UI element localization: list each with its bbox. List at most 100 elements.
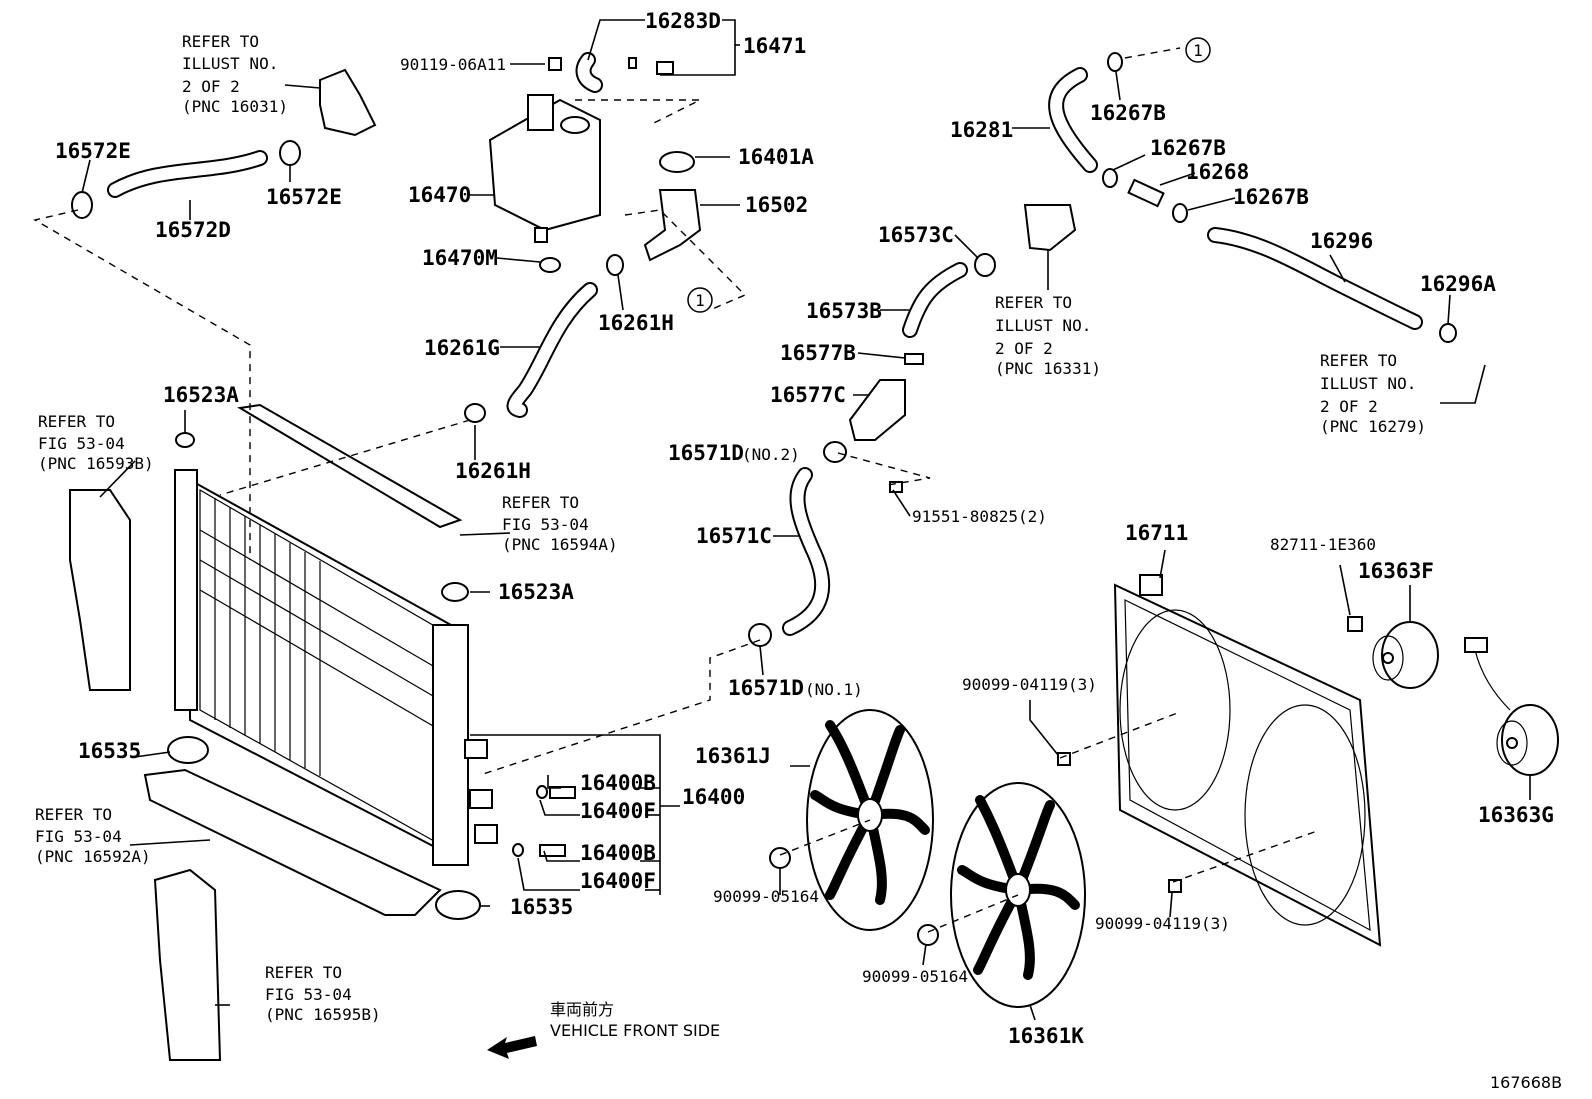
ref-pnc-16279: REFER TO ILLUST NO. 2 OF 2 (PNC 16279) [1320, 351, 1426, 436]
svg-text:REFER TO: REFER TO [182, 32, 259, 51]
part-drawings [69, 52, 1559, 1061]
circle-marker-text: 1 [1193, 41, 1203, 60]
label-16296A: 16296A [1420, 272, 1496, 296]
svg-text:REFER TO: REFER TO [502, 493, 579, 512]
label-16268: 16268 [1186, 160, 1249, 184]
label-82711-1E360: 82711-1E360 [1270, 535, 1376, 554]
label-16400: 16400 [682, 785, 745, 809]
label-16401A: 16401A [738, 145, 814, 169]
label-16571D-no2-note: (NO.2) [742, 445, 800, 464]
label-16400B-upper: 16400B [580, 771, 656, 795]
circle-marker-1-bottom: 1 [687, 287, 713, 313]
svg-text:FIG 53-04: FIG 53-04 [38, 434, 125, 453]
lower-support-drawing [143, 768, 442, 916]
reference-notes: REFER TO ILLUST NO. 2 OF 2 (PNC 16031) R… [35, 32, 1426, 1024]
svg-text:(PNC 16331): (PNC 16331) [995, 359, 1101, 378]
label-16711: 16711 [1125, 521, 1188, 545]
label-16577B: 16577B [780, 341, 856, 365]
svg-text:REFER TO: REFER TO [38, 412, 115, 431]
label-16361J: 16361J [695, 744, 771, 768]
reservoir-tank-drawing [488, 94, 601, 243]
vehicle-front-label-en: VEHICLE FRONT SIDE [550, 1021, 720, 1040]
label-16571C: 16571C [696, 524, 772, 548]
ref-pnc-16595B: REFER TO FIG 53-04 (PNC 16595B) [265, 963, 381, 1024]
svg-text:2 OF 2: 2 OF 2 [995, 339, 1053, 358]
ref-pnc-16331: REFER TO ILLUST NO. 2 OF 2 (PNC 16331) [995, 293, 1101, 378]
ref-pnc-16592A: REFER TO FIG 53-04 (PNC 16592A) [35, 805, 151, 866]
label-16502: 16502 [745, 193, 808, 217]
motor-16363G-drawing [1464, 637, 1559, 776]
vehicle-front-label-jp: 車両前方 [550, 1000, 614, 1019]
label-16261G: 16261G [424, 336, 500, 360]
label-16523A-upper: 16523A [163, 383, 239, 407]
vehicle-front-arrow [487, 1036, 537, 1059]
fan-16361J-drawing [806, 709, 934, 931]
label-16571D-no2: 16571D [668, 441, 744, 465]
leader-lines [81, 19, 1531, 1021]
label-16572D: 16572D [155, 218, 231, 242]
cap-16401A-drawing [659, 151, 695, 173]
left-seal-lower-drawing [153, 868, 222, 1061]
svg-text:REFER TO: REFER TO [1320, 351, 1397, 370]
svg-text:REFER TO: REFER TO [265, 963, 342, 982]
label-16283D: 16283D [645, 9, 721, 33]
label-91551-80825: 91551-80825(2) [912, 507, 1047, 526]
dashed-guides [33, 47, 1321, 933]
cushion-16523A-upper-drawing [175, 432, 195, 448]
svg-text:FIG 53-04: FIG 53-04 [35, 827, 122, 846]
label-16281: 16281 [950, 118, 1013, 142]
label-16471: 16471 [743, 34, 806, 58]
label-90099-04119-upper: 90099-04119(3) [962, 675, 1097, 694]
label-16470: 16470 [408, 183, 471, 207]
circle-marker-text: 1 [695, 291, 705, 310]
svg-text:FIG 53-04: FIG 53-04 [265, 985, 352, 1004]
left-seal-upper-drawing [69, 489, 131, 691]
label-16572E-left: 16572E [55, 139, 131, 163]
svg-text:(PNC 16595B): (PNC 16595B) [265, 1005, 381, 1024]
label-16573B: 16573B [806, 299, 882, 323]
svg-text:REFER TO: REFER TO [995, 293, 1072, 312]
label-16363G: 16363G [1478, 803, 1554, 827]
svg-text:(PNC 16031): (PNC 16031) [182, 97, 288, 116]
label-16361K: 16361K [1008, 1024, 1084, 1048]
motor-16363F-drawing [1372, 621, 1439, 689]
svg-text:(PNC 16592A): (PNC 16592A) [35, 847, 151, 866]
inlet-16577C-drawing [848, 379, 906, 441]
label-90099-05164-left: 90099-05164 [713, 887, 819, 906]
label-16571D-no1-note: (NO.1) [805, 680, 863, 699]
inlet-16031-drawing [319, 68, 377, 137]
label-16571D-no1: 16571D [728, 676, 804, 700]
figure-id: 167668B [1490, 1073, 1562, 1092]
label-16400F-upper: 16400F [580, 799, 656, 823]
fan-shroud-drawing [1113, 574, 1382, 947]
upper-support-drawing [237, 403, 463, 529]
svg-text:2 OF 2: 2 OF 2 [182, 77, 240, 96]
label-16363F: 16363F [1358, 559, 1434, 583]
label-16267B-top: 16267B [1090, 101, 1166, 125]
pipe-16268-drawing [1127, 178, 1165, 208]
circle-marker-1-top: 1 [1185, 37, 1211, 63]
ref-pnc-16594A: REFER TO FIG 53-04 (PNC 16594A) [502, 493, 618, 554]
label-16572E-right: 16572E [266, 185, 342, 209]
svg-text:(PNC 16593B): (PNC 16593B) [38, 454, 154, 473]
label-16523A-lower: 16523A [498, 580, 574, 604]
svg-text:(PNC 16594A): (PNC 16594A) [502, 535, 618, 554]
label-16400B-lower: 16400B [580, 841, 656, 865]
svg-text:ILLUST NO.: ILLUST NO. [182, 54, 278, 73]
svg-text:FIG 53-04: FIG 53-04 [502, 515, 589, 534]
label-90099-05164-right: 90099-05164 [862, 967, 968, 986]
cushion-16535-lower-drawing [435, 890, 481, 920]
label-16261H-upper: 16261H [598, 311, 674, 335]
svg-text:ILLUST NO.: ILLUST NO. [995, 316, 1091, 335]
label-16296: 16296 [1310, 229, 1373, 253]
svg-text:ILLUST NO.: ILLUST NO. [1320, 374, 1416, 393]
ref-pnc-16031: REFER TO ILLUST NO. 2 OF 2 (PNC 16031) [182, 32, 288, 116]
label-16267B-mid: 16267B [1150, 136, 1226, 160]
label-16573C: 16573C [878, 223, 954, 247]
clamp-drawings [71, 52, 1457, 647]
label-16470M: 16470M [422, 246, 498, 270]
outlet-16502-drawing [643, 189, 702, 262]
inlet-16331-drawing [1023, 204, 1077, 252]
label-90099-04119-lower: 90099-04119(3) [1095, 914, 1230, 933]
